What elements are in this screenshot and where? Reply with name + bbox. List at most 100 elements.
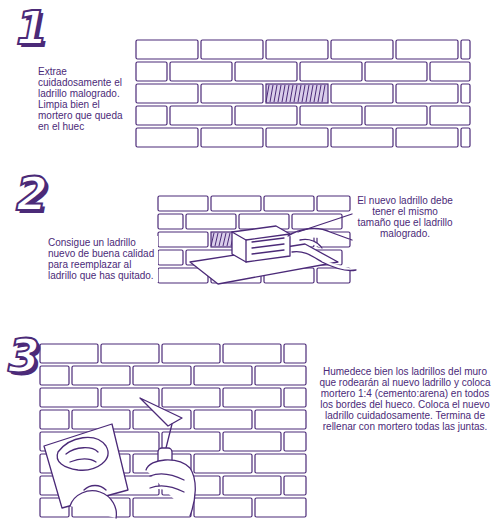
brick	[40, 344, 98, 363]
new-brick	[232, 226, 290, 262]
brick	[162, 344, 220, 363]
hole-hatch	[302, 85, 305, 102]
brick	[211, 196, 261, 211]
brick	[186, 214, 236, 229]
brick	[158, 232, 208, 247]
instruction-text: Extrae cuidadosamente el ladrillo malogr…	[38, 66, 132, 132]
hand	[146, 460, 195, 516]
brick	[158, 214, 183, 229]
hole-hatch	[314, 85, 317, 102]
brick	[162, 388, 220, 407]
brick	[136, 128, 198, 147]
hole-hatch	[278, 85, 281, 102]
brick	[461, 84, 470, 103]
brick	[365, 62, 427, 81]
brick	[194, 410, 252, 429]
brick	[461, 40, 470, 59]
brick-hatch	[252, 238, 284, 254]
brick	[235, 106, 297, 125]
hole-hatch	[310, 85, 313, 102]
callout-number: 3	[8, 332, 68, 380]
brick	[136, 84, 198, 103]
brick	[201, 128, 263, 147]
hole-hatch	[219, 233, 222, 246]
brick	[255, 366, 306, 385]
hole-hatch	[306, 85, 309, 102]
instruction-text: El nuevo ladrillo debe tener el mismo ta…	[354, 194, 456, 240]
brick	[72, 410, 130, 429]
hole-hatch	[223, 233, 226, 246]
brick	[292, 214, 342, 229]
hole-hatch	[322, 85, 325, 102]
brick	[170, 62, 232, 81]
brick	[365, 106, 427, 125]
brick	[255, 498, 306, 517]
brick	[300, 62, 362, 81]
hole-hatch	[318, 85, 321, 102]
brick	[40, 410, 69, 429]
brick	[136, 62, 167, 81]
hole-hatch	[294, 85, 297, 102]
brick	[396, 128, 458, 147]
brick	[396, 84, 458, 103]
leader-line	[298, 214, 352, 232]
brick	[264, 196, 314, 211]
hand	[288, 229, 356, 271]
brick	[255, 454, 306, 473]
brick	[136, 40, 198, 59]
brick	[133, 366, 191, 385]
hole-hatch	[227, 233, 230, 246]
brick	[158, 196, 208, 211]
mortar	[57, 437, 108, 470]
brick	[194, 366, 252, 385]
mortar-texture	[66, 448, 98, 462]
hole-hatch	[286, 85, 289, 102]
brick	[223, 388, 281, 407]
hole-hatch	[274, 85, 277, 102]
brick	[239, 214, 289, 229]
brick	[194, 498, 252, 517]
instruction-text: Consigue un ladrillo nuevo de buena cali…	[46, 236, 158, 282]
brick	[72, 366, 130, 385]
hands-and-tools	[44, 214, 356, 518]
brick	[266, 40, 328, 59]
brick	[430, 62, 470, 81]
brick	[223, 432, 281, 451]
brick	[300, 106, 362, 125]
brick	[317, 196, 350, 211]
hole-hatch	[290, 85, 293, 102]
brick	[284, 344, 306, 363]
callout-number: 1	[16, 4, 76, 52]
hole-hatch	[211, 233, 214, 246]
brick	[158, 250, 183, 265]
hand	[70, 486, 116, 519]
brick	[136, 106, 167, 125]
instruction-text: Humedece bien los ladrillos del muro que…	[316, 366, 494, 432]
brick	[235, 62, 297, 81]
brick-edge	[245, 240, 246, 262]
brick	[40, 366, 69, 385]
callout-number: 2	[16, 170, 76, 218]
hole-hatch	[266, 85, 269, 102]
hole-hatch	[270, 85, 273, 102]
brick	[331, 84, 393, 103]
brick	[255, 410, 306, 429]
brick	[461, 128, 470, 147]
brick	[331, 128, 393, 147]
brick	[284, 476, 306, 495]
brick	[194, 454, 252, 473]
brick	[223, 344, 281, 363]
trowel-shank	[166, 424, 172, 448]
brick	[170, 106, 232, 125]
brick	[430, 106, 470, 125]
brick	[201, 40, 263, 59]
brick	[284, 388, 306, 407]
brick	[396, 40, 458, 59]
brick	[284, 432, 306, 451]
brick	[266, 128, 328, 147]
brick	[101, 344, 159, 363]
brick	[201, 84, 263, 103]
brick	[40, 388, 98, 407]
brick	[223, 476, 281, 495]
pointing-trowel	[140, 398, 182, 426]
